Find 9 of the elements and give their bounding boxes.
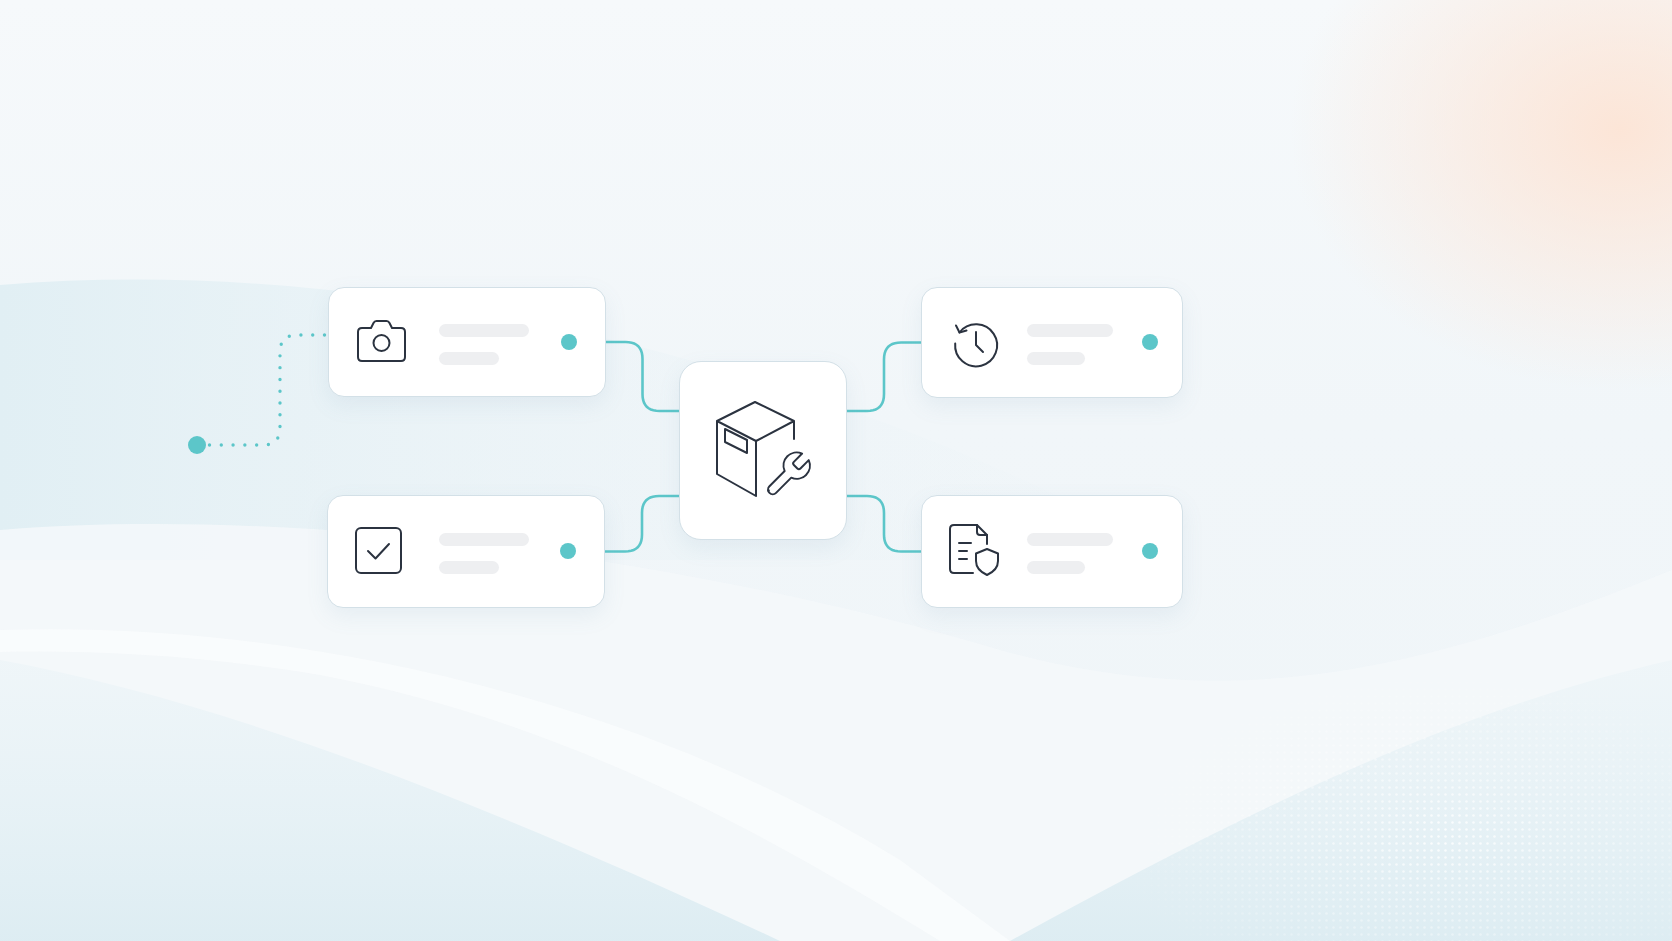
- connector-line: [845, 341, 923, 413]
- hub-card: [679, 361, 847, 540]
- feature-card: [328, 287, 606, 397]
- feature-card: [921, 495, 1183, 608]
- feature-card: [921, 287, 1183, 398]
- connector-line: [604, 340, 681, 413]
- feature-card: [327, 495, 605, 608]
- connector-line: [845, 494, 923, 553]
- connector-line: [603, 494, 681, 553]
